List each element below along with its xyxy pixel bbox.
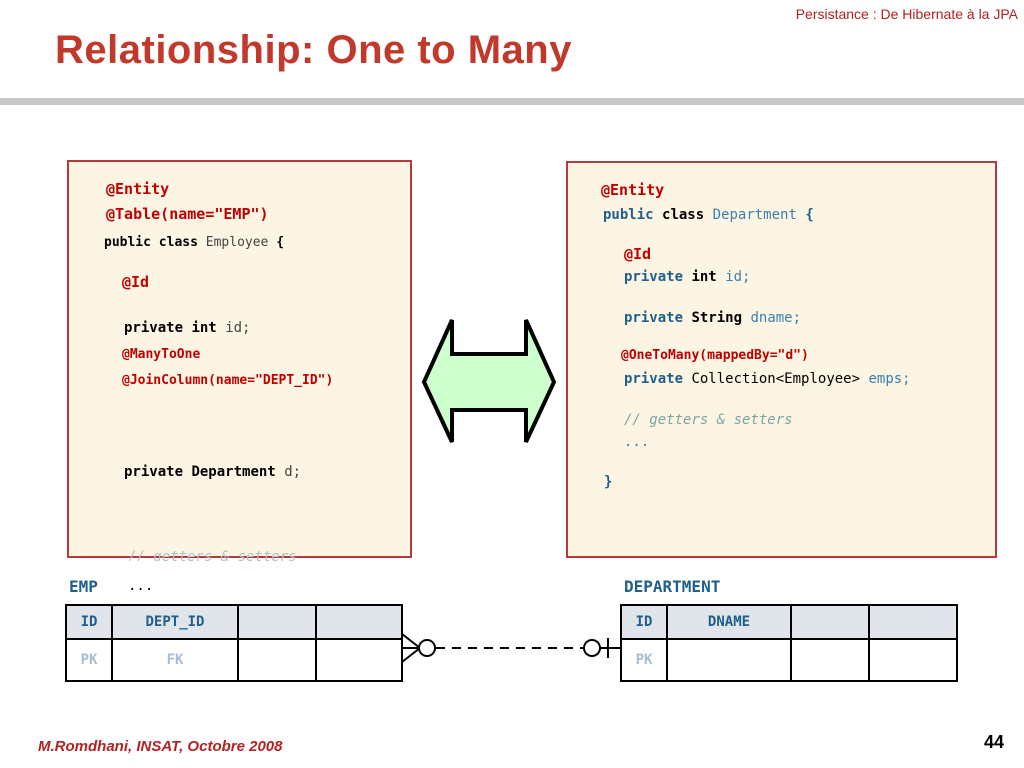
table-cell <box>868 638 958 682</box>
dname-variable: dname; <box>750 310 802 326</box>
table-header-cell <box>790 604 870 640</box>
employee-getters-comment: // getters & setters <box>128 549 297 561</box>
id-field: private int id; <box>624 269 750 286</box>
public-keyword: public <box>104 235 151 250</box>
emp-table: ID DEPT_ID PK FK <box>65 604 403 682</box>
department-code-box <box>566 161 997 558</box>
private-keyword: private <box>624 371 684 387</box>
id-annotation: @Id <box>122 273 150 291</box>
many-to-one-annotation: @ManyToOne <box>122 347 201 362</box>
table-row: PK FK <box>65 638 403 682</box>
table-header-cell <box>868 604 958 640</box>
table-header-row: ID DNAME <box>620 604 958 640</box>
slide-title: Relationship: One to Many <box>55 28 572 72</box>
department-table: ID DNAME PK <box>620 604 958 682</box>
table-cell: PK <box>65 638 113 682</box>
emps-variable: emps; <box>868 371 911 387</box>
string-type: String <box>691 310 743 326</box>
department-getters-comment: // getters & setters <box>624 412 793 428</box>
table-header-cell <box>237 604 317 640</box>
department-table-label: DEPARTMENT <box>624 577 721 596</box>
department-field: private Department d; <box>124 464 301 481</box>
open-brace: { <box>276 235 285 250</box>
int-keyword: int <box>691 269 717 285</box>
collection-type: Collection<Employee> <box>691 371 861 387</box>
table-header-cell: DEPT_ID <box>111 604 239 640</box>
table-header-cell: ID <box>620 604 668 640</box>
title-divider <box>0 98 1024 105</box>
department-class-declaration: public class Department { <box>603 207 814 224</box>
table-cell <box>790 638 870 682</box>
table-cell <box>315 638 403 682</box>
department-close-brace: } <box>604 474 613 490</box>
private-keyword: private <box>124 464 184 480</box>
entity-annotation: @Entity <box>601 181 665 199</box>
class-name: Employee <box>205 235 269 250</box>
id-annotation: @Id <box>624 245 652 263</box>
footer-author: M.Romdhani, INSAT, Octobre 2008 <box>38 738 283 755</box>
table-cell: PK <box>620 638 668 682</box>
table-header-row: ID DEPT_ID <box>65 604 403 640</box>
one-to-many-annotation: @OneToMany(mappedBy="d") <box>621 348 809 363</box>
employee-class-declaration: public class Employee { <box>104 235 284 251</box>
id-variable: id; <box>225 320 251 336</box>
table-annotation: @Table(name="EMP") <box>106 205 269 223</box>
private-keyword: private <box>624 269 684 285</box>
public-keyword: public <box>603 207 654 223</box>
one-to-many-connector-icon <box>401 633 620 663</box>
private-keyword: private <box>124 320 184 336</box>
table-header-cell <box>315 604 403 640</box>
class-keyword: class <box>158 235 198 250</box>
department-type: Department <box>191 464 276 480</box>
presentation-subtitle: Persistance : De Hibernate à la JPA <box>795 6 1018 22</box>
private-keyword: private <box>624 310 684 326</box>
id-variable: id; <box>725 269 751 285</box>
emps-field: private Collection<Employee> emps; <box>624 371 911 388</box>
d-variable: d; <box>284 464 302 480</box>
department-ellipsis: ... <box>624 434 650 450</box>
employee-code-box <box>67 160 412 558</box>
employee-ellipsis: ... <box>128 578 154 594</box>
emp-table-name: EMP <box>69 577 98 596</box>
table-cell <box>666 638 792 682</box>
table-cell <box>237 638 317 682</box>
table-row: PK <box>620 638 958 682</box>
emp-table-label: EMP <box>69 577 98 596</box>
table-cell: FK <box>111 638 239 682</box>
dname-field: private String dname; <box>624 310 801 327</box>
id-field: private int id; <box>124 320 250 337</box>
open-brace: { <box>805 207 814 223</box>
class-name: Department <box>712 207 797 223</box>
double-arrow-icon <box>421 319 557 443</box>
table-header-cell: ID <box>65 604 113 640</box>
table-header-cell: DNAME <box>666 604 792 640</box>
class-keyword: class <box>662 207 705 223</box>
page-number: 44 <box>983 732 1004 752</box>
join-column-annotation: @JoinColumn(name="DEPT_ID") <box>122 373 334 388</box>
entity-annotation: @Entity <box>106 180 170 198</box>
int-keyword: int <box>191 320 217 336</box>
